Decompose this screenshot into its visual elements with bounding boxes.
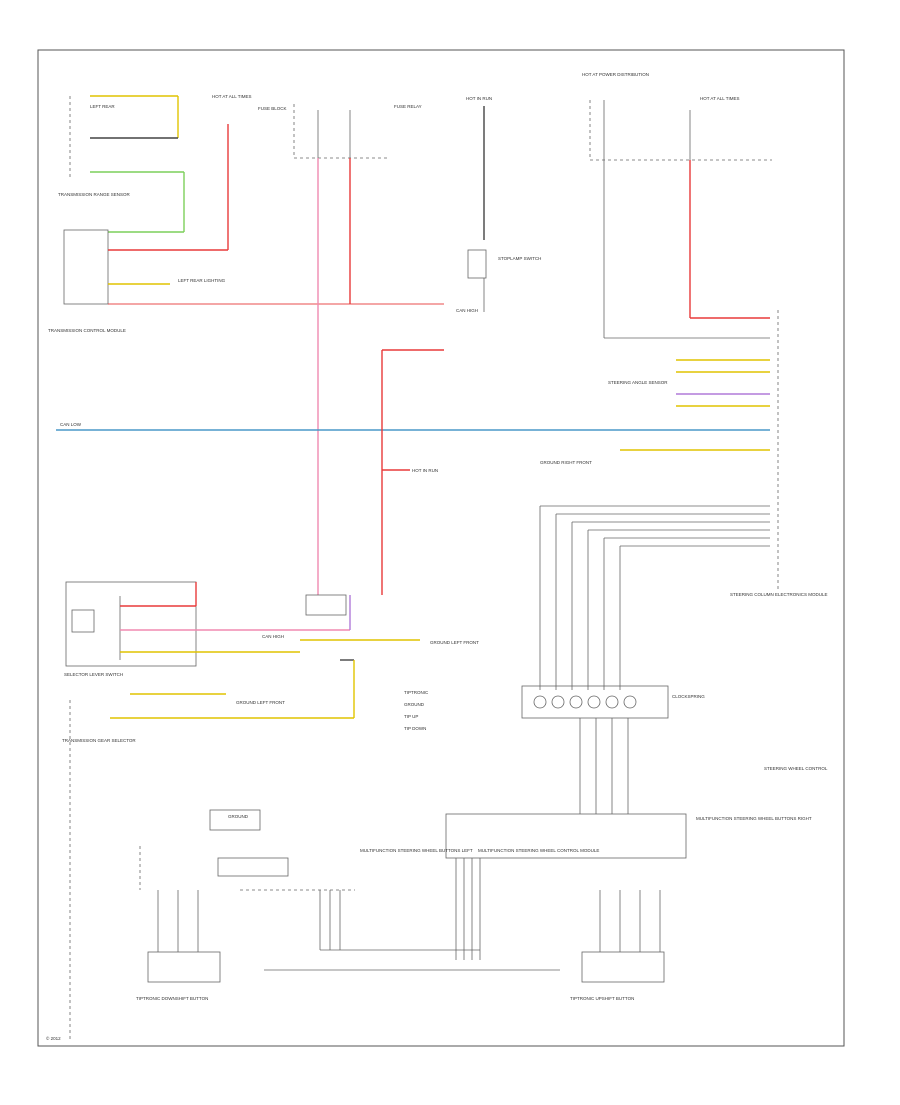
- legend: TIPTRONIC GROUND TIP UP TIP DOWN: [404, 690, 429, 731]
- label-hot-3: HOT IN RUN: [412, 468, 438, 473]
- label-hot-4: HOT AT POWER DISTRIBUTION: [582, 72, 649, 77]
- center-power-wire: HOT IN RUN: [381, 349, 444, 595]
- legend-4: TIP DOWN: [404, 726, 426, 731]
- label-hot-2: HOT IN RUN: [466, 96, 492, 101]
- clockspring-connector: [521, 685, 669, 719]
- label-wheel-mod: MULTIFUNCTION STEERING WHEEL CONTROL MOD…: [478, 848, 599, 853]
- label-ground-right: GROUND RIGHT FRONT: [540, 460, 592, 465]
- label-can-high-2: CAN HIGH: [262, 634, 284, 639]
- label-can-high: CAN HIGH: [456, 308, 478, 313]
- label-fuse-block: FUSE BLOCK: [258, 106, 287, 111]
- legend-2: GROUND: [404, 702, 425, 707]
- label-top-left-1: LEFT REAR: [90, 104, 115, 109]
- steering-wheel-module: MULTIFUNCTION STEERING WHEEL CONTROL MOD…: [319, 813, 812, 960]
- label-steer-angle: STEERING ANGLE SENSOR: [608, 380, 668, 385]
- label-can-low: CAN LOW: [60, 422, 82, 427]
- label-mfsw-left: MULTIFUNCTION STEERING WHEEL BUTTONS LEF…: [360, 848, 473, 853]
- label-trans-range: TRANSMISSION RANGE SENSOR: [58, 192, 131, 197]
- label-hot-5: HOT AT ALL TIMES: [700, 96, 740, 101]
- tiptronic-circuit: GROUND LEFT FRONT GROUND LEFT FRONT TRAN…: [62, 639, 479, 1040]
- label-steer-ctrl: STEERING WHEEL CONTROL: [764, 766, 828, 771]
- label-ground-top: GROUND: [228, 814, 249, 819]
- trans-control-block: LEFT REAR LIGHTING TRANSMISSION CONTROL …: [48, 124, 444, 333]
- steering-wheel-bus: CLOCKSPRING STEERING WHEEL CONTROL: [521, 505, 828, 814]
- legend-3: TIP UP: [404, 714, 418, 719]
- label-hot-1: HOT AT ALL TIMES: [212, 94, 252, 99]
- fuse-block-top: HOT AT ALL TIMES FUSE BLOCK FUSE RELAY: [212, 94, 422, 595]
- diagram-frame: [37, 49, 845, 1047]
- label-light-rear: LEFT REAR LIGHTING: [178, 278, 226, 283]
- label-ground-left-2: GROUND LEFT FRONT: [236, 700, 285, 705]
- fuse-block-right: HOT AT POWER DISTRIBUTION HOT AT ALL TIM…: [582, 72, 772, 339]
- label-steer-col: STEERING COLUMN ELECTRONICS MODULE: [730, 592, 828, 597]
- top-left-connector: LEFT REAR TRANSMISSION RANGE SENSOR: [58, 95, 185, 233]
- label-ground-left: GROUND LEFT FRONT: [430, 640, 479, 645]
- label-clock-spring: CLOCKSPRING: [672, 694, 705, 699]
- label-trans-module: TRANSMISSION CONTROL MODULE: [48, 328, 126, 333]
- label-mfsw-right: MULTIFUNCTION STEERING WHEEL BUTTONS RIG…: [696, 816, 812, 821]
- label-gear-sel: SELECTOR LEVER SWITCH: [64, 672, 123, 677]
- steering-column-connector: STEERING ANGLE SENSOR STEERING COLUMN EL…: [608, 310, 828, 597]
- fuse-hot-run: HOT IN RUN STOPLAMP SWITCH CAN HIGH: [456, 96, 541, 313]
- label-trans-gear: TRANSMISSION GEAR SELECTOR: [62, 738, 136, 743]
- mfsw-right-tip: TIPTRONIC UPSHIFT BUTTON: [264, 890, 665, 1001]
- label-tip-down: TIPTRONIC DOWNSHIFT BUTTON: [136, 996, 208, 1001]
- selector-lever-switch: SELECTOR LEVER SWITCH CAN HIGH: [64, 581, 351, 677]
- footer-text: © 2012: [46, 1035, 61, 1041]
- legend-1: TIPTRONIC: [404, 690, 429, 695]
- label-brake-sw: STOPLAMP SWITCH: [498, 256, 541, 261]
- mfsw-left: GROUND MULTIFUNCTION STEERING WHEEL BUTT…: [136, 809, 473, 1001]
- label-tip-up: TIPTRONIC UPSHIFT BUTTON: [570, 996, 634, 1001]
- label-fuse-relay: FUSE RELAY: [394, 104, 422, 109]
